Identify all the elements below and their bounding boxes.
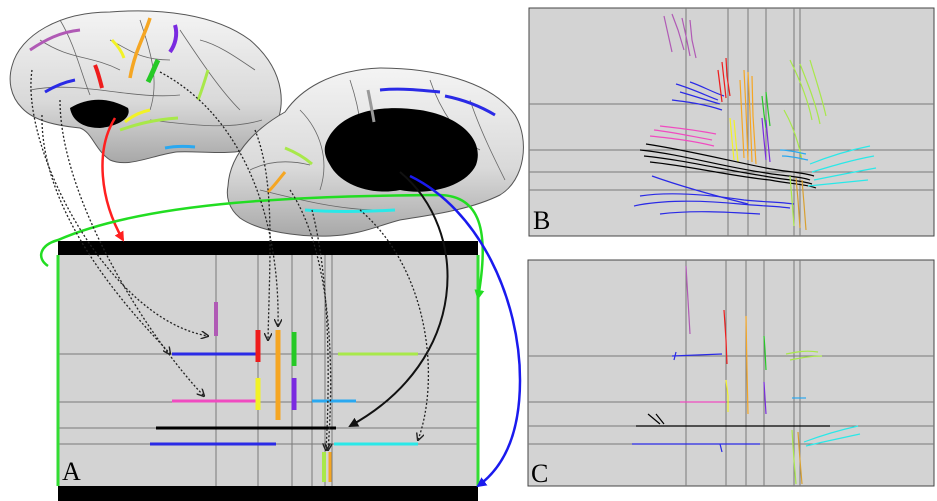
arrow-dotted-1 [30,69,208,336]
arrow-dotted-2 [59,99,204,396]
arrow-dotted-5 [254,129,270,340]
panel-b-tracts [633,13,877,231]
panel-c-label: C [531,459,548,488]
arrow-blue [409,174,522,488]
panel-c: C [527,259,935,488]
arrow-green [39,193,483,298]
panel-b: B [528,7,935,237]
panel-a-segments [150,302,418,482]
brain-lateral [9,10,282,164]
arrows [30,69,522,488]
bottom-bar [58,486,478,501]
top-bar [58,241,478,255]
panel-c-tracts [632,265,861,485]
brain-medial [226,67,524,237]
arrow-dotted-8 [311,209,328,450]
arrow-dotted-4 [159,71,278,326]
panel-a-label: A [62,457,81,486]
panel-b-label: B [533,206,550,235]
arrow-dotted-7 [359,209,430,440]
arrow-dotted-6 [289,189,331,450]
arrow-red [101,117,125,242]
arrow-black [348,171,449,427]
arrow-dotted-3 [41,114,170,354]
panel-a: A [56,241,480,501]
